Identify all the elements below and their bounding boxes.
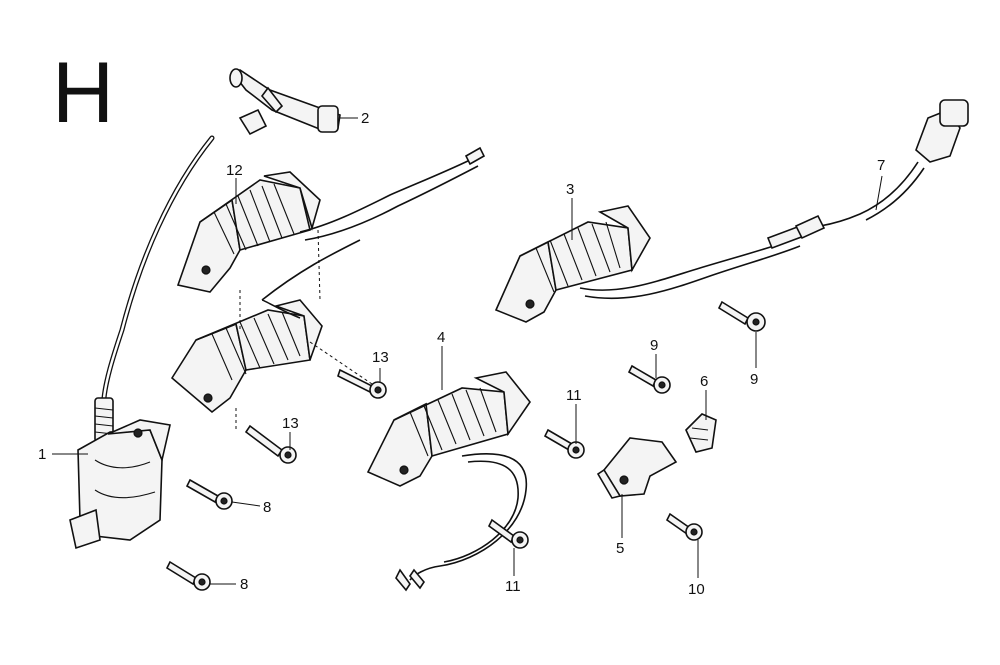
callout-13-lower: 13	[282, 415, 299, 432]
part-9-bolt-left	[627, 364, 671, 394]
part-11-bolt-upper	[543, 428, 585, 459]
part-8-bolt-lower	[165, 560, 211, 591]
callout-9-right: 9	[750, 371, 758, 388]
callout-labels: 1 2 3 4 5 6 7 8 8 9 9 10 11 11 12 13 13	[38, 110, 885, 598]
callout-8-lower: 8	[240, 576, 248, 593]
part-13-bolt-lower	[244, 424, 297, 464]
callout-1: 1	[38, 446, 46, 463]
part-4-lighting-coil	[366, 371, 531, 592]
part-7-wire-harness	[794, 99, 969, 240]
part-2-plug-cap	[229, 68, 341, 136]
leader-lines	[52, 117, 883, 585]
callout-9-left: 9	[650, 337, 658, 354]
assembly-guide-lines	[235, 229, 373, 430]
callout-13-upper: 13	[372, 349, 389, 366]
callout-12: 12	[226, 162, 243, 179]
part-1-ignition-coil	[69, 135, 215, 550]
callout-11-upper: 11	[566, 387, 582, 404]
callout-7: 7	[877, 157, 885, 174]
callout-4: 4	[437, 329, 445, 346]
part-12-exciter-coil	[176, 146, 486, 293]
part-13-bolt-upper	[337, 368, 387, 399]
part-13-exciter-coil-lower	[170, 239, 361, 414]
part-5-bracket	[596, 437, 678, 499]
part-8-bolt-upper	[185, 478, 233, 510]
part-11-bolt-lower	[487, 518, 529, 549]
callout-2: 2	[361, 110, 369, 127]
part-6-clip	[685, 413, 717, 453]
callout-10: 10	[688, 581, 705, 598]
callout-5: 5	[616, 540, 624, 557]
part-9-bolt-right	[717, 300, 766, 332]
callout-6: 6	[700, 373, 708, 390]
callout-8-upper: 8	[263, 499, 271, 516]
section-letter: H	[52, 45, 114, 141]
callout-3: 3	[566, 181, 574, 198]
callout-11-lower: 11	[505, 578, 521, 595]
part-3-charge-coil	[494, 205, 806, 323]
part-10-bolt	[665, 512, 703, 541]
